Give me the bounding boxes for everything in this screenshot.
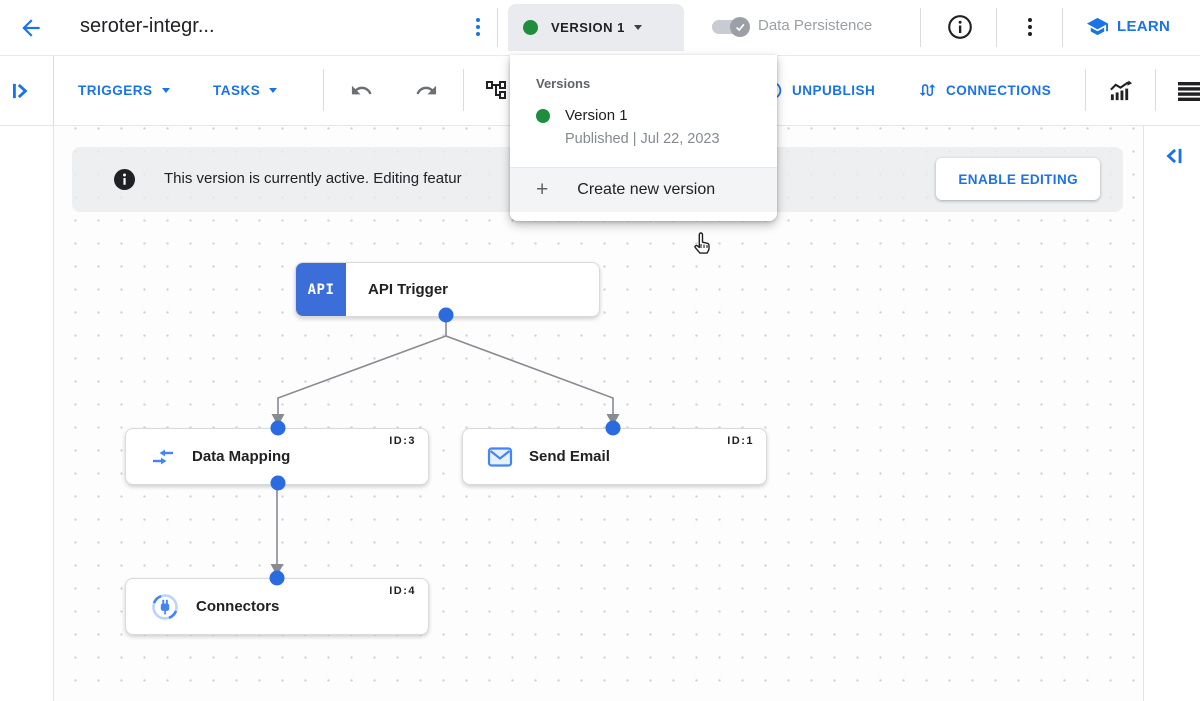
right-rail	[1143, 125, 1200, 701]
node-data-mapping[interactable]: Data Mapping ID:3	[125, 428, 429, 485]
tasks-label: TASKS	[213, 82, 261, 98]
edge-api-to-sendemail	[445, 335, 614, 416]
expand-left-panel-icon[interactable]	[10, 80, 32, 107]
version-selector-label: VERSION 1	[551, 20, 625, 35]
collapse-right-panel-icon[interactable]	[1162, 145, 1186, 172]
caret-down-icon	[633, 25, 642, 30]
integration-title: seroter-integr...	[80, 15, 215, 37]
version-item[interactable]: Version 1	[510, 91, 777, 124]
node-label: Connectors	[196, 598, 280, 615]
caret-down-icon	[269, 87, 278, 93]
node-id-label: ID:3	[389, 435, 416, 447]
top-app-bar: seroter-integr... VERSION 1 Data Persist…	[0, 0, 1200, 56]
divider	[1062, 8, 1063, 47]
node-id-label: ID:4	[389, 585, 416, 597]
version-name: Version 1	[565, 107, 628, 124]
node-send-email[interactable]: Send Email ID:1	[462, 428, 767, 485]
school-icon	[1086, 17, 1109, 36]
more-options-icon[interactable]	[1028, 18, 1032, 36]
plus-icon: +	[536, 178, 549, 201]
published-status-dot	[536, 108, 550, 123]
version-status: Published | Jul 22, 2023	[565, 131, 720, 147]
versions-header: Versions	[536, 76, 591, 91]
connectors-icon	[150, 592, 180, 622]
triggers-menu-button[interactable]: TRIGGERS	[78, 55, 170, 125]
node-label: API Trigger	[368, 281, 449, 298]
triggers-label: TRIGGERS	[78, 82, 153, 98]
undo-icon[interactable]	[350, 79, 373, 107]
left-rail	[0, 125, 54, 701]
published-status-dot	[523, 20, 538, 35]
data-persistence-toggle[interactable]	[712, 14, 750, 37]
enable-editing-button[interactable]: ENABLE EDITING	[936, 158, 1100, 200]
divider	[996, 8, 997, 47]
data-persistence-label: Data Persistence	[758, 17, 873, 34]
tasks-menu-button[interactable]: TASKS	[213, 55, 278, 125]
integration-canvas[interactable]: This version is currently active. Editin…	[54, 125, 1143, 701]
connections-label: CONNECTIONS	[946, 82, 1052, 98]
divider	[53, 55, 54, 125]
divider	[323, 69, 324, 111]
node-api-trigger[interactable]: API API Trigger	[295, 262, 600, 317]
api-badge: API	[296, 263, 346, 316]
unpublish-button[interactable]: UNPUBLISH	[762, 55, 875, 125]
divider	[1085, 69, 1086, 111]
learn-label: LEARN	[1117, 18, 1171, 35]
dropdown-footer	[510, 212, 777, 221]
data-mapping-icon	[150, 446, 176, 468]
divider	[920, 8, 921, 47]
banner-message: This version is currently active. Editin…	[164, 170, 462, 187]
node-label: Send Email	[529, 448, 610, 465]
node-label: Data Mapping	[192, 448, 291, 465]
execution-logs-icon[interactable]	[1178, 81, 1200, 106]
version-selector-button[interactable]: VERSION 1	[508, 4, 684, 51]
info-icon[interactable]	[946, 13, 974, 46]
divider	[510, 167, 777, 168]
redo-icon[interactable]	[415, 79, 438, 107]
caret-down-icon	[161, 87, 170, 93]
layout-tree-icon[interactable]	[484, 78, 508, 107]
unpublish-label: UNPUBLISH	[792, 82, 876, 98]
analytics-icon[interactable]	[1108, 80, 1133, 108]
divider	[497, 8, 498, 47]
back-arrow-icon[interactable]	[18, 15, 44, 41]
info-filled-icon	[114, 169, 135, 195]
node-connectors[interactable]: Connectors ID:4	[125, 578, 429, 635]
divider	[1155, 69, 1156, 111]
learn-button[interactable]: LEARN	[1086, 15, 1170, 38]
edge-api-to-datamapping	[277, 316, 447, 416]
toggle-thumb-check-icon	[730, 17, 750, 37]
email-icon	[487, 446, 513, 468]
create-new-version-label: Create new version	[577, 181, 716, 198]
connections-icon	[919, 83, 936, 96]
divider	[463, 69, 464, 111]
create-new-version-item[interactable]: + Create new version	[510, 168, 777, 212]
connections-button[interactable]: CONNECTIONS	[918, 55, 1051, 125]
node-id-label: ID:1	[727, 435, 754, 447]
title-overflow-menu-icon[interactable]	[476, 18, 480, 36]
version-dropdown-panel: Versions Version 1 Published | Jul 22, 2…	[510, 55, 777, 221]
